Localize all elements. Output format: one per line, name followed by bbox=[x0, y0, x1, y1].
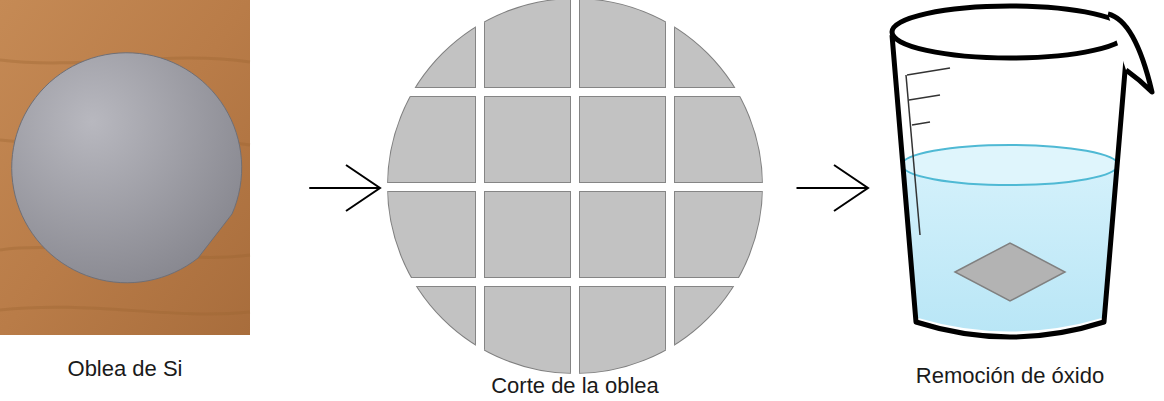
step-caption: Oblea de Si bbox=[68, 356, 183, 382]
arrow-line bbox=[309, 187, 380, 189]
process-arrow bbox=[797, 165, 869, 211]
arrow-line bbox=[797, 187, 869, 189]
wafer-photo bbox=[0, 0, 250, 335]
diced-wafer bbox=[380, 0, 770, 381]
process-step: Remoción de óxido bbox=[870, 0, 1160, 401]
process-arrow bbox=[309, 165, 380, 211]
step-caption: Corte de la oblea bbox=[491, 373, 659, 399]
beaker bbox=[892, 6, 1152, 337]
process-step: Oblea de Si bbox=[0, 0, 285, 401]
process-step: Corte de la oblea bbox=[382, 0, 772, 401]
arrow-head bbox=[346, 165, 380, 211]
arrow-head bbox=[834, 165, 868, 211]
step-caption: Remoción de óxido bbox=[916, 363, 1104, 389]
